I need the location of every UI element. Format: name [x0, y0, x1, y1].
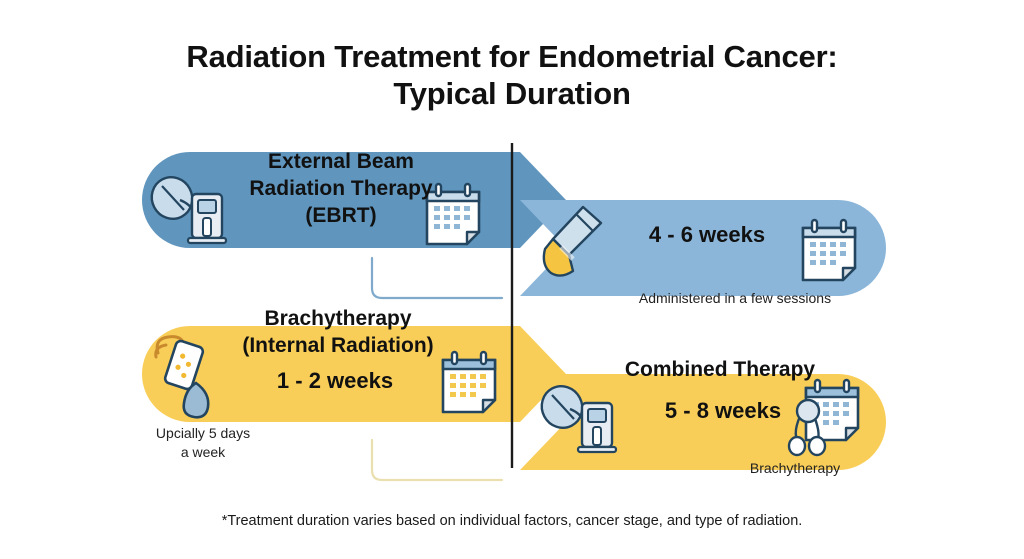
calendar-icon [801, 218, 857, 282]
brachytherapy-duration: 1 - 2 weeks [276, 368, 394, 393]
combined-therapy-label: Combined Therapy [624, 358, 816, 381]
brachytherapy-caption-line-1: Upcially 5 days [155, 425, 251, 441]
connector-blue [370, 256, 504, 300]
title-line-2: Typical Duration [393, 76, 631, 111]
ebrt-label-line-3: (EBRT) [305, 204, 377, 227]
brachytherapy-caption-line-2: a week [180, 444, 226, 460]
title-line-1: Radiation Treatment for Endometrial Canc… [186, 39, 838, 74]
brachytherapy-label-line-2: (Internal Radiation) [242, 334, 434, 357]
brachytherapy-label-line-1: Brachytherapy [264, 307, 412, 330]
calendar-icon [441, 350, 497, 414]
footnote: *Treatment duration varies based on indi… [221, 513, 803, 529]
page-title: Radiation Treatment for Endometrial Canc… [0, 38, 1024, 112]
combined-therapy-caption: Brachytherapy [749, 460, 841, 476]
connector-yellow [370, 438, 504, 482]
ebrt-duration: 4 - 6 weeks [648, 222, 766, 247]
ebrt-caption: Administered in a few sessions [638, 290, 832, 306]
combined-therapy-duration: 5 - 8 weeks [664, 398, 782, 423]
brachytherapy-caption: Upcially 5 days a week [118, 424, 288, 462]
ebrt-label-line-2: Radiation Therapy [249, 177, 433, 200]
ebrt-label-line-1: External Beam [268, 150, 414, 173]
ebrt-label: External Beam Radiation Therapy (EBRT) [196, 148, 486, 229]
brachytherapy-label: Brachytherapy (Internal Radiation) [188, 305, 488, 359]
band-ebrt-duration [520, 200, 886, 296]
